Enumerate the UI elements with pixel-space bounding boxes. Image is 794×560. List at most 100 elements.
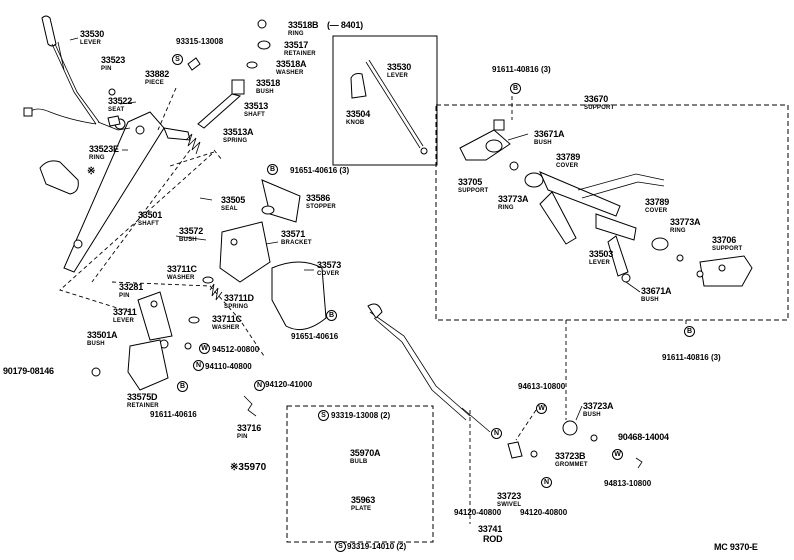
shaft-33513 — [197, 93, 242, 129]
fastener-type-badge: W — [199, 343, 210, 354]
part-number-label: 33586 — [306, 193, 331, 203]
part-name-label: SUPPORT — [458, 188, 489, 194]
support-33705 — [459, 129, 511, 161]
fastener-part-number: 93315-13008 — [176, 37, 224, 46]
fastener-part-number: 91651-40616 (3) — [290, 166, 350, 175]
grommet-33723b — [562, 420, 578, 436]
part-number-label: 33723 — [497, 491, 522, 501]
part-number-label: 33705 — [458, 177, 483, 187]
fastener-type-badge: W — [612, 449, 623, 460]
diagram-text: 90179-08146 — [3, 366, 54, 376]
part-name-label: RING — [288, 31, 304, 37]
inset-box-support — [435, 104, 789, 321]
part-number-label: 33530 — [387, 62, 412, 72]
part-number-label: 33716 — [237, 423, 262, 433]
part-name-label: BRACKET — [281, 240, 312, 246]
part-number-label: 33505 — [221, 195, 246, 205]
part-number-label: 33773A — [498, 194, 529, 204]
part-number-label: 33573 — [317, 260, 342, 270]
part-number-label: 33671A — [641, 286, 672, 296]
part-number-label: 33522 — [108, 96, 133, 106]
bracket-33571 — [219, 221, 271, 283]
part-number-label: 33518 — [256, 78, 281, 88]
part-number-label: 35970A — [350, 448, 381, 458]
fastener-type-badge: B — [510, 83, 521, 94]
part-number-label: 33670 — [584, 94, 609, 104]
part-number-label: 33518B — [288, 20, 319, 30]
part-name-label: PIN — [237, 434, 248, 440]
fastener-type-badge: S — [318, 410, 329, 421]
part-number-label: 33504 — [346, 109, 371, 119]
part-number-label: 33523E — [89, 144, 119, 154]
part-number-label: 33711D — [224, 293, 254, 303]
part-name-label: PIECE — [145, 80, 165, 86]
part-name-label: SUPPORT — [712, 246, 743, 252]
fastener-part-number: 93319-14010 (2) — [347, 542, 407, 551]
part-name-label: RING — [498, 205, 514, 211]
fastener-type-badge: N — [541, 477, 552, 488]
fastener-part-number: 94120-41000 — [265, 380, 313, 389]
asterisk-reference: ※35970 — [230, 462, 267, 473]
leader-dash-1 — [157, 87, 177, 131]
fastener-type-badge: N — [491, 428, 502, 439]
part-name-label: SWIVEL — [497, 502, 522, 508]
stopper-33586 — [261, 179, 301, 223]
part-name-label: SPRING — [224, 304, 249, 310]
part-name-label: SEAT — [108, 107, 125, 113]
fastener-part-number: 94512-00800 — [212, 345, 260, 354]
support-33706 — [699, 255, 753, 287]
part-name-label: LEVER — [80, 40, 102, 46]
diagram-text: 90468-14004 — [618, 432, 669, 442]
fastener-part-number: 94813-10800 — [604, 479, 652, 488]
part-name-label: WASHER — [212, 325, 240, 331]
part-number-label: 35963 — [351, 495, 376, 505]
diagram-text: MC 9370-E — [714, 542, 758, 552]
part-number-label: 33711 — [113, 307, 137, 317]
diagram-text: ROD — [483, 534, 503, 544]
fastener-type-badge: N — [193, 360, 204, 371]
part-name-label: BUSH — [179, 237, 197, 243]
swivel-33723 — [507, 441, 523, 459]
part-number-label: 33711C — [167, 264, 197, 274]
part-number-label: 33789 — [645, 197, 670, 207]
lever-33711 — [137, 291, 173, 341]
part-name-label: BUSH — [641, 297, 659, 303]
shift-lever-33530 — [41, 15, 100, 125]
part-name-label: LEVER — [113, 318, 135, 324]
part-name-label: RING — [670, 228, 686, 234]
inset-box-bulb — [286, 405, 434, 543]
fastener-part-number: 91611-40616 — [150, 410, 197, 419]
fastener-type-badge: B — [326, 310, 337, 321]
fastener-part-number: 91611-40816 (3) — [492, 65, 551, 74]
part-number-label: 33513A — [223, 127, 254, 137]
part-name-label: PLATE — [351, 506, 372, 512]
part-number-label: 33723A — [583, 401, 614, 411]
part-name-label: SHAFT — [138, 221, 159, 227]
part-name-label: BUSH — [256, 89, 274, 95]
part-number-label: 33575D — [127, 392, 158, 402]
part-name-label: SHAFT — [244, 112, 265, 118]
rod-33741 — [369, 311, 471, 417]
part-name-label: COVER — [317, 271, 340, 277]
part-number-label: 33882 — [145, 69, 170, 79]
part-name-label: PIN — [101, 66, 112, 72]
part-name-label: WASHER — [167, 275, 195, 281]
part-number-label: 33281 — [119, 282, 144, 292]
part-number-label: 33513 — [244, 101, 269, 111]
part-name-label: LEVER — [589, 260, 611, 266]
part-number-label: 33671A — [534, 129, 565, 139]
fastener-part-number: 94110-40800 — [205, 362, 252, 371]
fastener-part-number: 94120-40800 — [454, 508, 502, 517]
fastener-type-badge: B — [177, 381, 188, 392]
part-number-label: 33711C — [212, 314, 242, 324]
diagram-text: 33741 — [478, 524, 503, 534]
part-number-label: 33523 — [101, 55, 126, 65]
part-name-label: LEVER — [387, 73, 409, 79]
boot-part — [39, 160, 79, 195]
part-name-label: PIN — [119, 293, 130, 299]
part-number-label: 33723B — [555, 451, 586, 461]
part-name-label: GROMMET — [555, 462, 588, 468]
fastener-type-badge: B — [267, 164, 278, 175]
asterisk-reference: ※ — [87, 166, 96, 177]
